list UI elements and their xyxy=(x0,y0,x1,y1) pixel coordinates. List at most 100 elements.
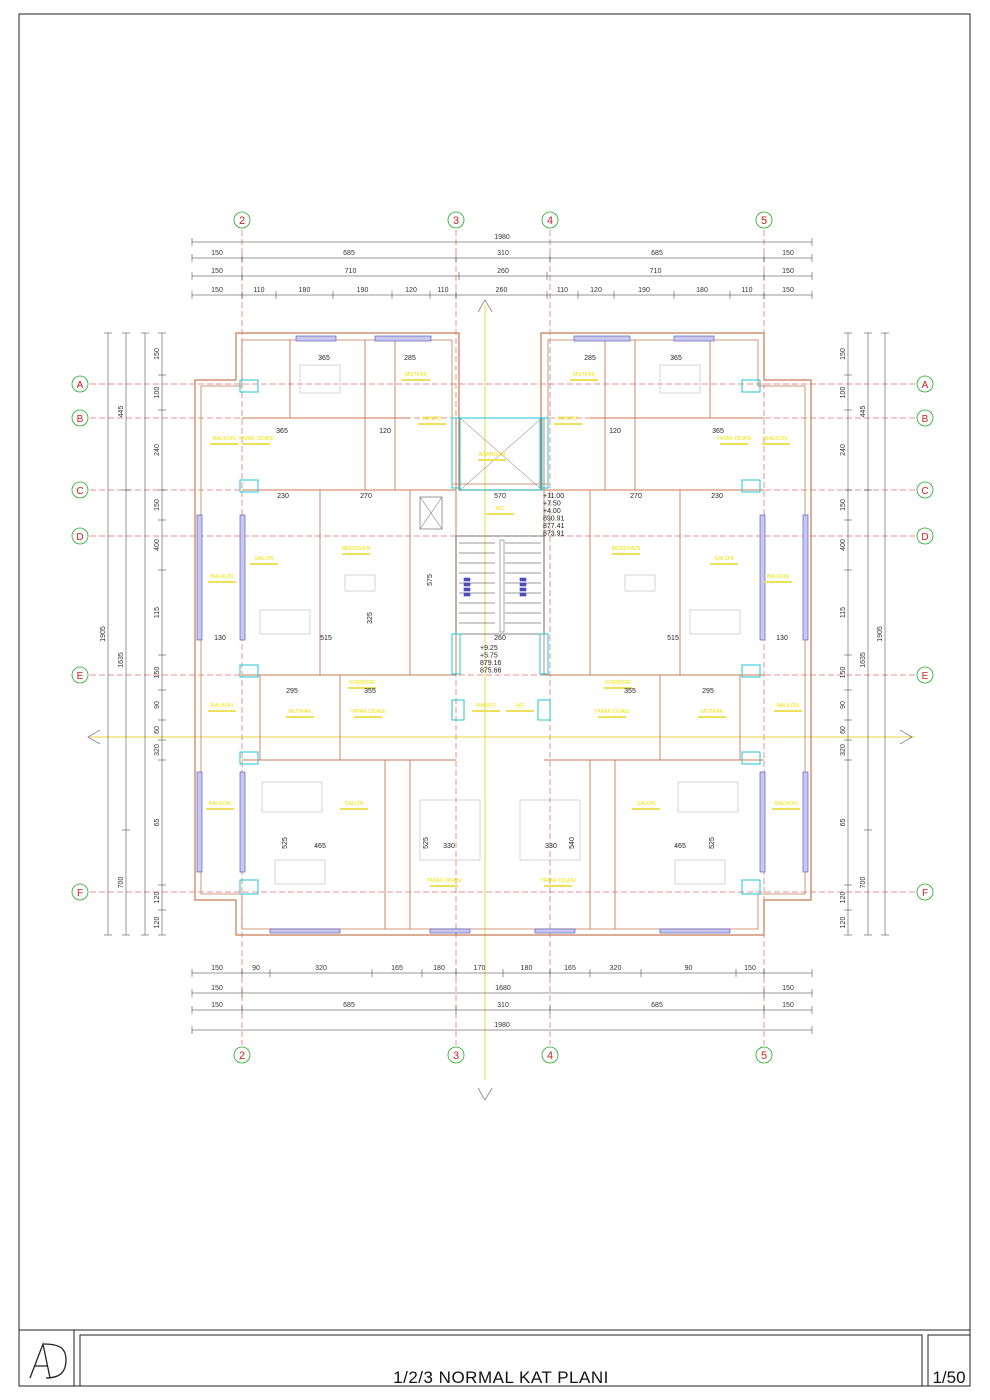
dim-right-inner-value: 150 xyxy=(840,499,847,511)
interior-dim: 525 xyxy=(282,837,289,849)
dim-bot-1-value: 150 xyxy=(211,965,223,972)
dim-left-inner2-value: 120 xyxy=(154,892,161,904)
furniture xyxy=(689,609,741,635)
dim-top-1-value: 685 xyxy=(651,250,663,257)
axis-label-row: A xyxy=(77,380,84,391)
interior-dim: 120 xyxy=(609,428,621,435)
window xyxy=(295,335,337,342)
room-label: YATAK ODASI xyxy=(594,709,630,715)
dim-left-inner2-value: 150 xyxy=(154,667,161,679)
dim-left-inner2-value: 65 xyxy=(154,819,161,827)
dim-right-inner-value: 120 xyxy=(840,917,847,929)
dim-top-2-value: 150 xyxy=(782,268,794,275)
dim-left-mid-value: 445 xyxy=(118,406,125,418)
dim-top-1-value: 150 xyxy=(211,250,223,257)
window xyxy=(239,771,246,873)
room-note-bar xyxy=(242,443,270,445)
dim-bot-3-value: 150 xyxy=(782,1002,794,1009)
room-label: MUTFAK xyxy=(289,709,312,715)
room-note-bar xyxy=(772,808,800,810)
stair-handrail xyxy=(499,539,505,633)
room-label: MUTFAK xyxy=(573,372,596,378)
dim-top-3-value: 150 xyxy=(782,287,794,294)
column xyxy=(537,699,551,721)
axis-bubble xyxy=(541,1046,559,1064)
axis-label-row: D xyxy=(921,532,928,543)
axis-bubble xyxy=(916,527,934,545)
furniture xyxy=(261,781,323,813)
dim-top-3-value: 190 xyxy=(638,287,650,294)
dim-top-3-value: 110 xyxy=(741,287,752,294)
axis-bubble xyxy=(916,481,934,499)
dim-top-3-value: 180 xyxy=(696,287,708,294)
window xyxy=(534,928,576,934)
interior-dim: 355 xyxy=(624,688,636,695)
dim-right-inner-value: 400 xyxy=(840,539,847,551)
furniture xyxy=(274,859,326,885)
axis-bubble xyxy=(916,883,934,901)
room-label: MUTFAK xyxy=(701,709,724,715)
column xyxy=(451,699,465,721)
axis-bubble xyxy=(916,666,934,684)
interior-dim: 230 xyxy=(711,493,723,500)
dim-right-inner-value: 60 xyxy=(840,726,847,734)
dim-bot-2-value: 1680 xyxy=(495,985,511,992)
axis-label-row: E xyxy=(922,671,929,682)
dim-bot-1-value: 320 xyxy=(610,965,622,972)
dim-right-inner-value: 320 xyxy=(840,744,847,756)
dim-right-inner-value: 240 xyxy=(840,444,847,456)
axis-label-col: 5 xyxy=(761,215,767,227)
level-value: 879.16 xyxy=(480,660,502,667)
room-note-bar xyxy=(342,553,370,555)
stair-mark xyxy=(519,592,527,597)
room-label: YATAK ODASI xyxy=(350,709,386,715)
column xyxy=(239,479,259,493)
room-label: YATAK ODASI xyxy=(540,878,576,884)
level-value: +4.00 xyxy=(543,508,561,515)
interior-dim: 525 xyxy=(709,837,716,849)
axis-bubble xyxy=(916,375,934,393)
room-note-bar xyxy=(472,710,500,712)
level-value: 875.66 xyxy=(480,668,502,675)
interior-dim: 130 xyxy=(776,635,788,642)
section-arrow-icon xyxy=(899,729,913,745)
interior-dim: 465 xyxy=(314,843,326,850)
room-label: SALON xyxy=(345,801,364,807)
axis-label-row: D xyxy=(76,532,83,543)
dim-right-inner-value: 150 xyxy=(840,667,847,679)
dim-top-3-value: 110 xyxy=(557,287,568,294)
dim-bot-1-value: 180 xyxy=(433,965,445,972)
room-label: SALON xyxy=(255,556,274,562)
room-note-bar xyxy=(208,581,236,583)
furniture xyxy=(677,781,739,813)
room-label: MERDİVEN xyxy=(611,545,640,552)
dim-bot-1-value: 150 xyxy=(744,965,756,972)
interior-dim: 365 xyxy=(712,428,724,435)
interior-dim: 330 xyxy=(443,843,455,850)
interior-dim: 130 xyxy=(214,635,226,642)
axis-label-col: 3 xyxy=(453,1050,459,1062)
interior-dim: 230 xyxy=(277,493,289,500)
room-label: BALKON xyxy=(767,574,789,580)
scale-box xyxy=(927,1334,971,1387)
axis-bubble xyxy=(541,211,559,229)
dim-left-inner2-value: 320 xyxy=(154,744,161,756)
column xyxy=(451,633,461,675)
title-box xyxy=(79,1334,923,1387)
room-label: BALKON xyxy=(211,703,233,709)
dim-right-mid-value: 445 xyxy=(860,406,867,418)
interior-dim: 575 xyxy=(427,574,434,586)
window xyxy=(196,514,203,641)
interior-dim: 325 xyxy=(367,612,374,624)
shaft-box xyxy=(419,496,443,530)
interior-dim: 295 xyxy=(702,688,714,695)
column xyxy=(741,751,761,765)
room-note-bar xyxy=(612,553,640,555)
room-note-bar xyxy=(774,710,802,712)
dim-top-1-value: 150 xyxy=(782,250,794,257)
dim-left-inner2-value: 400 xyxy=(154,539,161,551)
dim-top-2-value: 150 xyxy=(211,268,223,275)
room-note-bar xyxy=(354,716,382,718)
section-arrow-icon xyxy=(477,299,493,313)
